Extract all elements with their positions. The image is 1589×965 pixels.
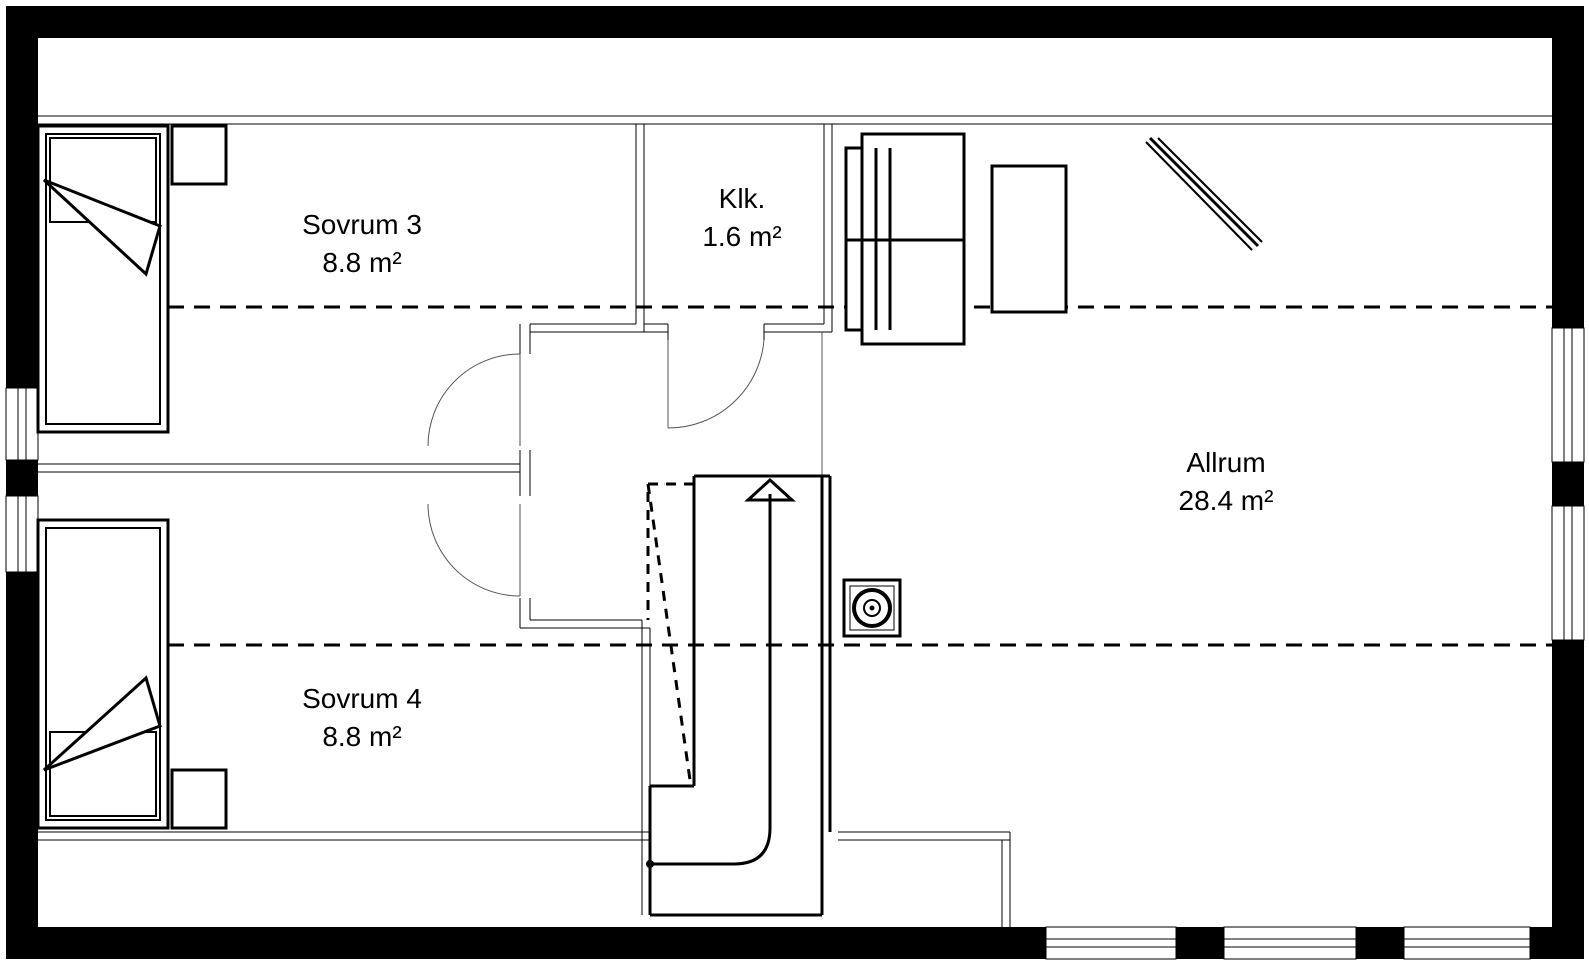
door-sovrum-4	[427, 503, 521, 597]
roof-lines	[38, 305, 1552, 647]
windows	[5, 327, 1585, 960]
outer-walls	[6, 6, 1584, 959]
chimney	[842, 578, 902, 638]
window-bottom-1	[1045, 926, 1177, 960]
window-right-1	[1551, 327, 1585, 463]
knee-walls	[38, 115, 1552, 927]
room-name-sovrum-3: Sovrum 3	[302, 209, 422, 240]
sofa	[844, 132, 966, 346]
nightstand-sovrum-3	[170, 124, 228, 186]
bed-sovrum-3	[36, 124, 170, 434]
wall-top	[6, 6, 1584, 38]
stair-direction-arrow	[744, 477, 796, 502]
room-area-klk: 1.6 m²	[702, 221, 781, 252]
window-bottom-2	[1223, 926, 1357, 960]
room-name-klk: Klk.	[719, 183, 766, 214]
door-klk	[667, 339, 765, 429]
room-label-sovrum-3: Sovrum 3 8.8 m²	[302, 209, 422, 278]
wall-left-upper	[6, 6, 38, 388]
nightstand-sovrum-4	[170, 768, 228, 830]
room-area-sovrum-3: 8.8 m²	[322, 247, 401, 278]
wall-left-lower	[6, 572, 38, 959]
bed-sovrum-4	[36, 518, 170, 830]
doors	[427, 332, 823, 597]
room-label-klk: Klk. 1.6 m²	[702, 183, 781, 252]
room-label-allrum: Allrum 28.4 m²	[1179, 447, 1274, 516]
room-name-sovrum-4: Sovrum 4	[302, 683, 422, 714]
wall-right-upper	[1552, 6, 1584, 328]
window-left-1	[5, 387, 39, 461]
window-left-2	[5, 495, 39, 573]
stair-upper-dashed	[646, 482, 694, 781]
wall-bottom-right	[1530, 927, 1584, 959]
room-area-allrum: 28.4 m²	[1179, 485, 1274, 516]
wall-right-lower	[1552, 640, 1584, 959]
coffee-table	[990, 164, 1068, 314]
interior-walls	[38, 124, 833, 832]
wall-bottom-mid1	[1176, 927, 1224, 959]
wall-right-middle	[1552, 462, 1584, 506]
skylight	[1145, 136, 1263, 251]
staircase	[646, 474, 832, 917]
window-right-2	[1551, 505, 1585, 641]
window-bottom-3	[1403, 926, 1531, 960]
room-name-allrum: Allrum	[1186, 447, 1265, 478]
wall-left-middle	[6, 460, 38, 496]
room-label-sovrum-4: Sovrum 4 8.8 m²	[302, 683, 422, 752]
door-sovrum-3	[427, 353, 521, 447]
room-area-sovrum-4: 8.8 m²	[322, 721, 401, 752]
wall-bottom-left	[6, 927, 1046, 959]
wall-bottom-mid2	[1356, 927, 1404, 959]
